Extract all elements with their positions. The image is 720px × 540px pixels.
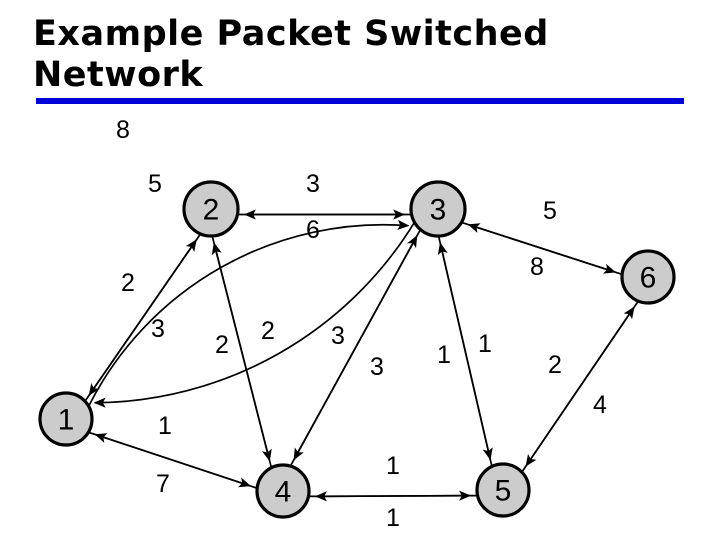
edge-4-to-1: [94, 433, 257, 489]
edge-weight-2-4: 2: [215, 331, 229, 359]
node-3[interactable]: 3: [409, 180, 467, 238]
title-divider-rule: [36, 98, 684, 104]
page-title: Example Packet Switched Network: [33, 14, 549, 95]
edge-3-to-1: [93, 221, 416, 408]
edge-layer: [84, 209, 639, 502]
edge-weight-3-2: 6: [306, 216, 320, 244]
edge-weight-5-4: 1: [386, 504, 400, 532]
edge-weight-2-3: 3: [306, 170, 320, 198]
node-circle-5: [475, 462, 531, 518]
edge-weight-4-3: 3: [370, 353, 384, 381]
edge-weight-4-5: 1: [386, 452, 400, 480]
edge-weight-6-5: 4: [593, 391, 607, 419]
node-6[interactable]: 6: [620, 249, 676, 305]
node-5[interactable]: 5: [475, 462, 531, 518]
edge-4-to-3: [289, 235, 418, 466]
edge-weight-5-3: 1: [478, 330, 492, 358]
node-label-5: 5: [495, 475, 512, 508]
node-label-2: 2: [203, 194, 220, 227]
edge-weight-3-4: 3: [331, 322, 345, 350]
edge-weight-6-3: 8: [530, 253, 544, 281]
edge-5-to-4: [315, 491, 478, 502]
edge-weight-1-2: 2: [121, 269, 135, 297]
node-circle-3: [409, 180, 467, 238]
edge-weight-4-1: 7: [156, 470, 170, 498]
edge-weight-3-5: 1: [437, 341, 451, 369]
edge-6-to-3: [467, 223, 622, 276]
edge-4-to-2: [211, 242, 273, 468]
node-4[interactable]: 4: [255, 463, 311, 519]
edge-2-to-1: [88, 233, 201, 396]
edge-weight-1-4: 1: [158, 412, 172, 440]
node-label-6: 6: [640, 262, 657, 295]
node-2[interactable]: 2: [182, 180, 240, 238]
node-circle-4: [255, 463, 311, 519]
edge-weight-3-6: 5: [543, 197, 557, 225]
edge-6-to-5: [525, 301, 639, 467]
edge-weight-2-1: 3: [151, 315, 165, 343]
node-1[interactable]: 1: [38, 391, 94, 447]
node-circle-6: [620, 249, 676, 305]
edge-weight-4-2: 2: [261, 317, 275, 345]
node-label-1: 1: [58, 404, 75, 437]
edge-weight-3-1: 8: [116, 116, 130, 144]
edge-5-to-3: [437, 242, 493, 467]
edge-weight-5-6: 2: [548, 351, 562, 379]
node-label-4: 4: [275, 476, 292, 509]
node-label-3: 3: [430, 194, 447, 227]
node-circle-2: [182, 180, 240, 238]
node-circle-1: [38, 391, 94, 447]
edge-weight-1-3: 5: [148, 170, 162, 198]
